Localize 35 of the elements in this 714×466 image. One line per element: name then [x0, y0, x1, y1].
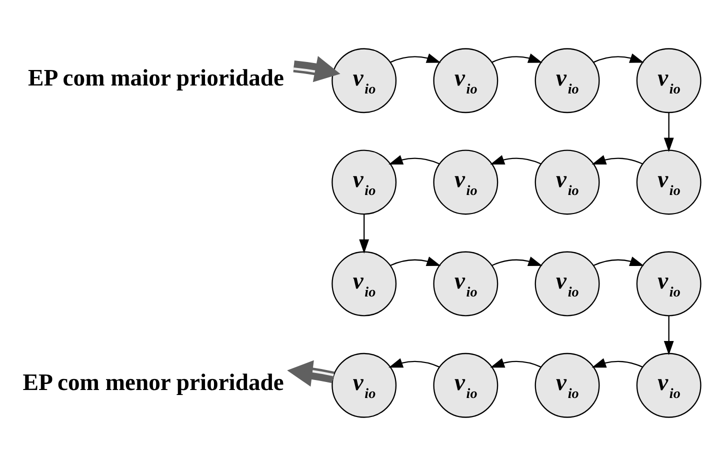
node-circle: v$_{io}$ — [534, 150, 600, 215]
node-circle: v$_{io}$ — [433, 48, 498, 114]
arrow — [359, 214, 370, 254]
arrow — [492, 53, 542, 63]
node-circle: v$_{io}$ — [636, 251, 702, 316]
arrow — [592, 358, 643, 368]
node-circle: v$_{io}$ — [534, 251, 600, 316]
node-circle: v$_{io}$ — [636, 352, 702, 418]
node-circle: v$_{io}$ — [534, 352, 600, 418]
arrow — [287, 360, 334, 387]
arrow — [492, 256, 542, 266]
node-circle: v$_{io}$ — [433, 251, 498, 316]
arrow — [593, 256, 644, 266]
arrow — [293, 56, 340, 82]
node-circle: v$_{io}$ — [433, 150, 498, 215]
arrow — [664, 112, 674, 152]
arrow — [390, 53, 441, 63]
node-circle: v$_{io}$ — [433, 352, 498, 418]
arrow — [388, 358, 440, 368]
node-circle: v$_{io}$ — [636, 150, 702, 215]
node-text: EP com maior prioridade — [28, 65, 284, 92]
node-circle: v$_{io}$ — [534, 48, 600, 114]
node-circle: v$_{io}$ — [636, 48, 702, 114]
node-circle: v$_{io}$ — [332, 150, 397, 215]
node-circle: v$_{io}$ — [332, 352, 397, 418]
arrow — [390, 256, 441, 266]
arrow — [592, 155, 643, 164]
node-text: EP com menor prioridade — [22, 370, 284, 396]
node-circle: v$_{io}$ — [332, 48, 397, 114]
arrow — [490, 358, 541, 368]
arrow — [388, 155, 440, 164]
arrow — [490, 155, 541, 164]
arrow — [593, 53, 644, 63]
node-circle: v$_{io}$ — [332, 251, 397, 316]
arrow — [664, 316, 674, 356]
